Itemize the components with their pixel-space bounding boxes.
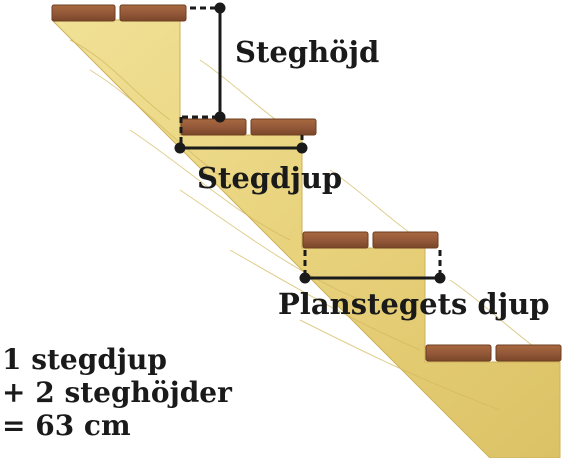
formula-text: 1 stegdjup + 2 steghöjder = 63 cm: [2, 343, 232, 442]
plank: [51, 4, 116, 22]
formula-line-1: 1 stegdjup: [2, 343, 167, 376]
tread-planks: [51, 4, 562, 362]
plank: [372, 231, 439, 249]
step-height-label: Steghöjd: [235, 35, 380, 69]
plank: [302, 231, 369, 249]
plank: [119, 4, 187, 22]
formula-line-3: = 63 cm: [2, 409, 131, 443]
plank: [250, 118, 317, 136]
landing-depth-label: Planstegets djup: [278, 287, 550, 321]
step-height-dimension: [182, 2, 226, 123]
plank: [425, 344, 492, 362]
landing-depth-dimension: [299, 250, 446, 284]
plank: [180, 118, 247, 136]
formula-line-2: + 2 steghöjder: [2, 376, 232, 410]
step-depth-dimension: [174, 117, 308, 154]
plank: [495, 344, 562, 362]
step-depth-label: Stegdjup: [197, 161, 343, 195]
